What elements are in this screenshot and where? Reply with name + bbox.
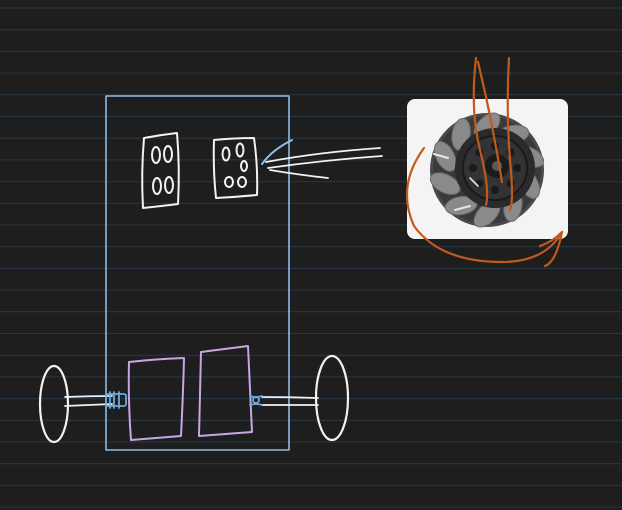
axle-left (64, 395, 113, 407)
drive-wheel-left (38, 364, 70, 444)
rotation-stroke-left-vertical (472, 56, 489, 207)
hub-hole (513, 164, 521, 172)
rotation-stroke-inner (476, 60, 504, 184)
wheel-illustration (429, 112, 545, 228)
axle-coupler-right (249, 395, 263, 406)
mecanum-wheel-left (141, 132, 180, 209)
hub-hole (491, 186, 499, 194)
arrow-shaft-lower (267, 155, 383, 169)
arrow-shaft-upper (265, 147, 381, 163)
ruled-lines (0, 7, 622, 508)
roller-ellipse (163, 145, 173, 163)
hub-hole (469, 164, 477, 172)
mecanum-wheel-photo (407, 99, 568, 239)
roller-ellipse (152, 177, 162, 195)
roller-ellipse (237, 176, 247, 188)
roller-ellipse (240, 160, 248, 172)
arrow-tail (269, 169, 329, 179)
motor-left (127, 357, 185, 441)
rotation-stroke-right-vertical (506, 56, 514, 212)
axle-right (261, 396, 319, 406)
rotation-curve (405, 146, 564, 264)
robot-chassis-outline (105, 95, 290, 451)
mecanum-wheel-right (212, 137, 259, 199)
pointer-arrow-icon (261, 139, 383, 179)
roller-tick (433, 153, 449, 159)
motor-right (198, 345, 253, 437)
mecanum-wheel-right-body (212, 137, 259, 199)
roller-tick (454, 205, 471, 211)
axle-coupler-left (105, 391, 127, 409)
roller-ellipse (235, 142, 245, 158)
rotation-arrow-icon (405, 56, 564, 268)
roller-ellipse (151, 146, 161, 164)
roller-tick (469, 177, 479, 187)
drive-wheel-right (314, 354, 350, 442)
rotation-arrowhead (538, 230, 564, 268)
roller-ellipse (164, 176, 174, 194)
arrow-head (261, 139, 293, 165)
roller-ellipse (224, 176, 234, 188)
roller-ellipse (221, 146, 231, 162)
mecanum-wheel-left-body (141, 132, 180, 209)
wheel-roller (429, 172, 461, 195)
